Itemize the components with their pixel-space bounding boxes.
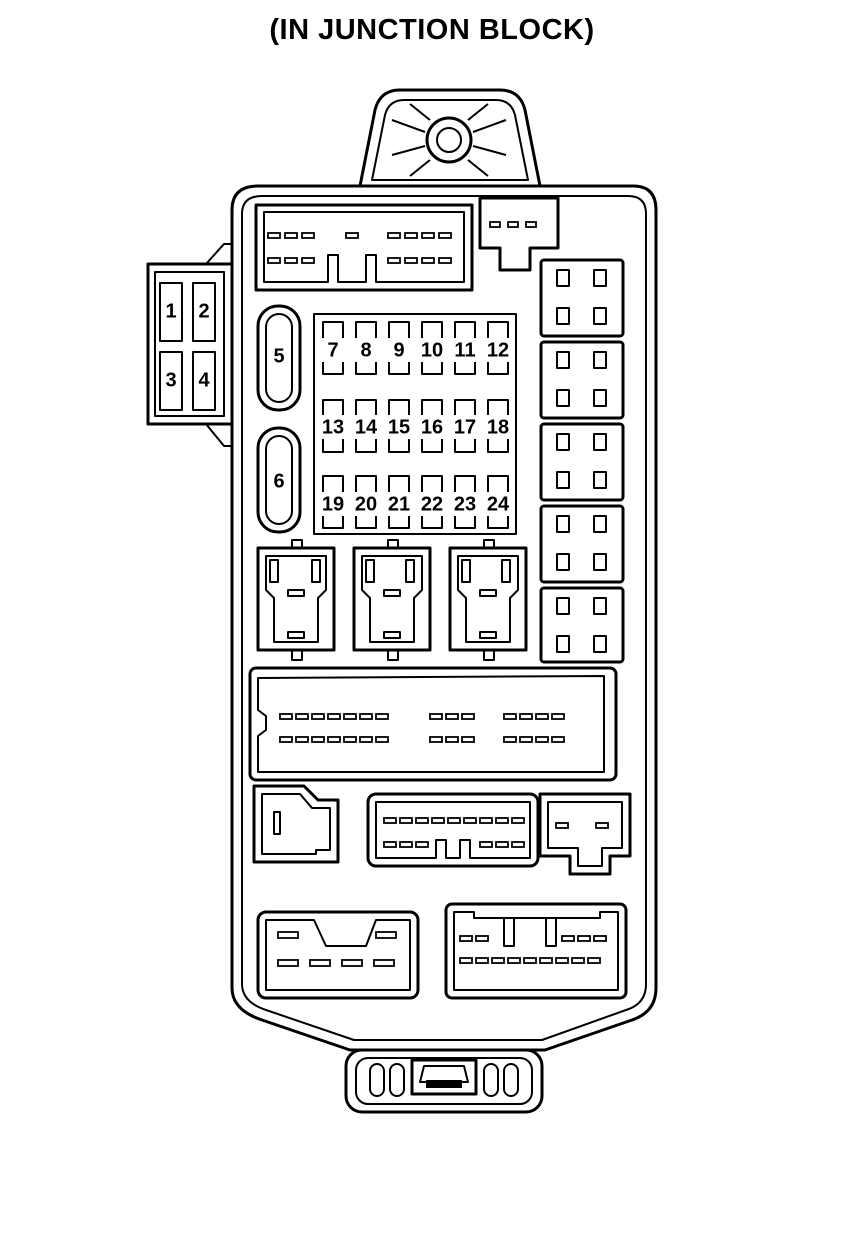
fuse-label-13: 13: [322, 416, 344, 438]
fuse-label-8: 8: [360, 339, 371, 361]
bottom-left-connector: [256, 910, 420, 1000]
fuse-label-3: 3: [165, 369, 176, 391]
fuse-label-5: 5: [273, 345, 284, 367]
fuse-label-14: 14: [355, 416, 378, 438]
bottom-mounting-bracket: [344, 1048, 544, 1114]
lower-middle-connector: [366, 792, 540, 868]
fuse-label-12: 12: [487, 339, 509, 361]
lower-right-connector: [538, 792, 632, 876]
fuse-slot-1: [159, 282, 183, 342]
fuse-label-21: 21: [388, 493, 410, 515]
large-horizontal-connector: [248, 666, 618, 782]
fuse-label-20: 20: [355, 493, 377, 515]
fuse-label-9: 9: [393, 339, 404, 361]
fuse-label-17: 17: [454, 416, 476, 438]
junction-block-housing: [230, 184, 658, 1052]
fuse-label-15: 15: [388, 416, 410, 438]
small-top-connector: [478, 196, 560, 272]
lower-left-connector: [252, 784, 340, 864]
fuse-label-19: 19: [322, 493, 344, 515]
relay-socket-2: [352, 539, 432, 661]
fuse-label-10: 10: [421, 339, 443, 361]
fuse-label-22: 22: [421, 493, 443, 515]
fuse-label-24: 24: [487, 493, 510, 515]
fuse-label-7: 7: [327, 339, 338, 361]
fuse-label-2: 2: [198, 300, 209, 322]
diagram-title: (IN JUNCTION BLOCK): [269, 14, 595, 46]
bottom-right-connector: [444, 902, 628, 1000]
fuse-label-23: 23: [454, 493, 476, 515]
top-mounting-bracket: [358, 88, 542, 188]
fuse-slot-5: [256, 304, 302, 412]
relay-socket-1: [256, 539, 336, 661]
fuse-slot-6: [256, 426, 302, 534]
relay-socket-3: [448, 539, 528, 661]
side-fuse-block: 1 2 3 4: [146, 243, 234, 447]
fuse-label-16: 16: [421, 416, 443, 438]
fuse-slot-4: [192, 351, 216, 411]
right-relay-column: [539, 258, 625, 664]
top-connector: [254, 203, 474, 292]
fuse-slot-2: [192, 282, 216, 342]
fuse-grid: 7 8 9 10 11 12 13 14 15 16 17 18 19 20 2…: [313, 313, 517, 535]
fuse-label-11: 11: [454, 339, 475, 361]
fuse-label-18: 18: [487, 416, 509, 438]
fuse-label-4: 4: [198, 369, 210, 391]
fuse-label-6: 6: [273, 470, 284, 492]
large-fuses: 5 6: [256, 304, 302, 534]
fuse-label-1: 1: [165, 300, 176, 322]
relay-sockets: [256, 539, 528, 661]
fuse-slot-3: [159, 351, 183, 411]
